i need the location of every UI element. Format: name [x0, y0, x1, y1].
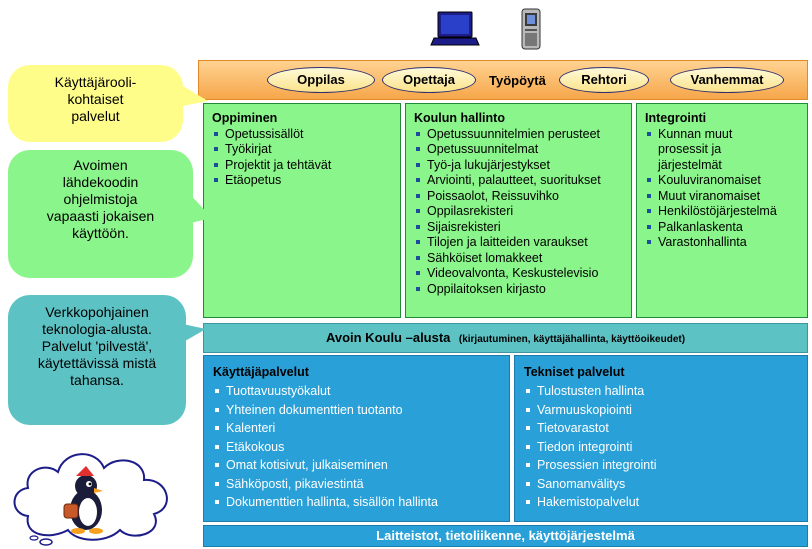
list-item: Dokumenttien hallinta, sisällön hallinta — [213, 493, 509, 512]
list-item: Kunnan muut prosessit ja järjestelmät — [645, 127, 807, 174]
technical-services-box: Tekniset palvelut Tulostusten hallinta V… — [514, 355, 808, 522]
list-item: Opetussuunnitelmat — [414, 142, 631, 158]
hardware-bar: Laitteistot, tietoliikenne, käyttöjärjes… — [203, 525, 808, 547]
list-item: Tietovarastot — [524, 419, 807, 438]
list-item: Työ-ja lukujärjestykset — [414, 158, 631, 174]
list-item: Henkilöstöjärjestelmä — [645, 204, 807, 220]
callout-role-based-services: Käyttäjärooli- kohtaiset palvelut — [8, 65, 208, 142]
callout-web-platform: Verkkopohjainen teknologia-alusta. Palve… — [8, 295, 206, 425]
list-item: Videovalvonta, Keskustelevisio — [414, 266, 631, 282]
list-item: Varmuuskopiointi — [524, 401, 807, 420]
penguin-cloud-icon — [13, 453, 168, 546]
list-item: Kouluviranomaiset — [645, 173, 807, 189]
school-admin-column: Koulun hallinto Opetussuunnitelmien peru… — [405, 103, 632, 318]
list-item: Sähköposti, pikaviestintä — [213, 475, 509, 494]
laptop-icon — [430, 11, 480, 46]
service-title: Käyttäjäpalvelut — [213, 365, 309, 379]
list-item: Opetussuunnitelmien perusteet — [414, 127, 631, 143]
list-item: Sanomanvälitys — [524, 475, 807, 494]
list-item: Prosessien integrointi — [524, 456, 807, 475]
role-vanhemmat: Vanhemmat — [670, 67, 784, 93]
column-title: Koulun hallinto — [414, 111, 505, 125]
list-item: Poissaolot, Reissuvihko — [414, 189, 631, 205]
callout-text: Käyttäjärooli- kohtaiset palvelut — [54, 74, 137, 124]
list-item: Arviointi, palautteet, suoritukset — [414, 173, 631, 189]
list-item: Sähköiset lomakkeet — [414, 251, 631, 267]
learning-column: Oppiminen Opetussisällöt Työkirjat Proje… — [203, 103, 401, 318]
platform-bar: Avoin Koulu –alusta (kirjautuminen, käyt… — [203, 323, 808, 353]
list-item: Etäopetus — [212, 173, 400, 189]
list-item: Opetussisällöt — [212, 127, 400, 143]
role-oppilas: Oppilas — [267, 67, 375, 93]
desktop-title: Työpöytä — [489, 73, 546, 88]
column-title: Integrointi — [645, 111, 707, 125]
list-item: Tilojen ja laitteiden varaukset — [414, 235, 631, 251]
platform-subtitle: (kirjautuminen, käyttäjähallinta, käyttö… — [458, 334, 686, 345]
list-item: Muut viranomaiset — [645, 189, 807, 205]
list-item: Sijaisrekisteri — [414, 220, 631, 236]
list-item: Tiedon integrointi — [524, 438, 807, 457]
list-item: Omat kotisivut, julkaiseminen — [213, 456, 509, 475]
role-rehtori: Rehtori — [559, 67, 649, 93]
list-item: Varastonhallinta — [645, 235, 807, 251]
column-title: Oppiminen — [212, 111, 278, 125]
desktop-bar: Oppilas Opettaja Työpöytä Rehtori Vanhem… — [198, 60, 808, 100]
user-services-box: Käyttäjäpalvelut Tuottavuustyökalut Yhte… — [203, 355, 510, 522]
list-item: Yhteinen dokumenttien tuotanto — [213, 401, 509, 420]
list-item: Tuottavuustyökalut — [213, 382, 509, 401]
service-title: Tekniset palvelut — [524, 365, 625, 379]
list-item: Tulostusten hallinta — [524, 382, 807, 401]
phone-icon — [521, 8, 541, 50]
callout-text: Verkkopohjainen teknologia-alusta. Palve… — [37, 304, 157, 388]
list-item: Palkanlaskenta — [645, 220, 807, 236]
integration-column: Integrointi Kunnan muut prosessit ja jär… — [636, 103, 808, 318]
list-item: Oppilaitoksen kirjasto — [414, 282, 631, 298]
list-item: Työkirjat — [212, 142, 400, 158]
role-opettaja: Opettaja — [382, 67, 476, 93]
list-item: Oppilasrekisteri — [414, 204, 631, 220]
callout-open-source: Avoimen lähdekoodin ohjelmistoja vapaast… — [8, 150, 212, 278]
list-item: Kalenteri — [213, 419, 509, 438]
list-item: Projektit ja tehtävät — [212, 158, 400, 174]
callout-text: Avoimen lähdekoodin ohjelmistoja vapaast… — [46, 157, 155, 241]
platform-title: Avoin Koulu –alusta — [325, 330, 451, 345]
list-item: Etäkokous — [213, 438, 509, 457]
list-item: Hakemistopalvelut — [524, 493, 807, 512]
